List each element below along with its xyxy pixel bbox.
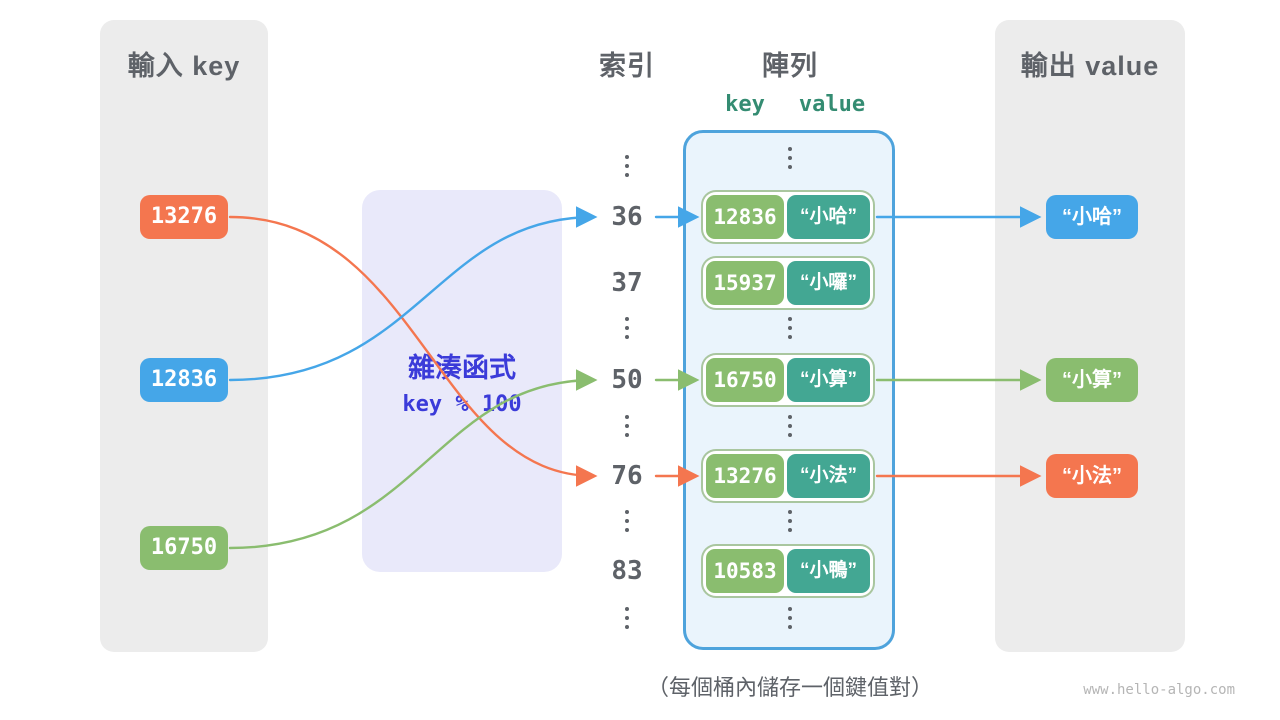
entry-value: “小法” — [787, 454, 870, 498]
index-36: 36 — [611, 202, 643, 232]
ellipsis-dots — [623, 155, 631, 177]
bucket-entry-50: 16750 “小算” — [703, 355, 873, 405]
entry-value: “小鴨” — [787, 549, 870, 593]
entry-value: “小哈” — [787, 195, 870, 239]
output-panel-title: 輸出 value — [1020, 51, 1160, 81]
input-key-13276: 13276 — [140, 195, 228, 239]
index-50: 50 — [611, 365, 643, 395]
entry-value: “小囉” — [787, 261, 870, 305]
index-column-title: 索引 — [599, 51, 655, 81]
index-83: 83 — [611, 556, 643, 586]
figure-caption: （每個桶內儲存一個鍵值對） — [646, 675, 933, 700]
hash-function-formula: key % 100 — [402, 392, 522, 417]
ellipsis-dots — [786, 317, 794, 339]
output-value-xiaofa: “小法” — [1046, 454, 1138, 498]
array-header-value: value — [798, 92, 866, 117]
ellipsis-dots — [623, 415, 631, 437]
entry-value: “小算” — [787, 358, 870, 402]
ellipsis-dots — [786, 510, 794, 532]
output-value-xiaosuan: “小算” — [1046, 358, 1138, 402]
bucket-entry-76: 13276 “小法” — [703, 451, 873, 501]
watermark-url: www.hello-algo.com — [1083, 682, 1235, 698]
index-76: 76 — [611, 461, 643, 491]
ellipsis-dots — [623, 317, 631, 339]
entry-key: 15937 — [706, 261, 784, 305]
entry-key: 12836 — [706, 195, 784, 239]
hash-function-title: 雜湊函式 — [408, 353, 516, 383]
entry-key: 13276 — [706, 454, 784, 498]
index-37: 37 — [611, 268, 643, 298]
array-panel-title: 陣列 — [762, 51, 818, 81]
input-key-16750: 16750 — [140, 526, 228, 570]
input-panel-title: 輸入 key — [127, 51, 241, 81]
ellipsis-dots — [623, 607, 631, 629]
bucket-entry-37: 15937 “小囉” — [703, 258, 873, 308]
ellipsis-dots — [786, 147, 794, 169]
entry-key: 16750 — [706, 358, 784, 402]
ellipsis-dots — [786, 607, 794, 629]
input-key-12836: 12836 — [140, 358, 228, 402]
ellipsis-dots — [786, 415, 794, 437]
bucket-entry-36: 12836 “小哈” — [703, 192, 873, 242]
output-value-xiaoha: “小哈” — [1046, 195, 1138, 239]
array-header-key: key — [725, 92, 765, 117]
entry-key: 10583 — [706, 549, 784, 593]
bucket-entry-83: 10583 “小鴨” — [703, 546, 873, 596]
output-panel — [995, 20, 1185, 652]
ellipsis-dots — [623, 510, 631, 532]
